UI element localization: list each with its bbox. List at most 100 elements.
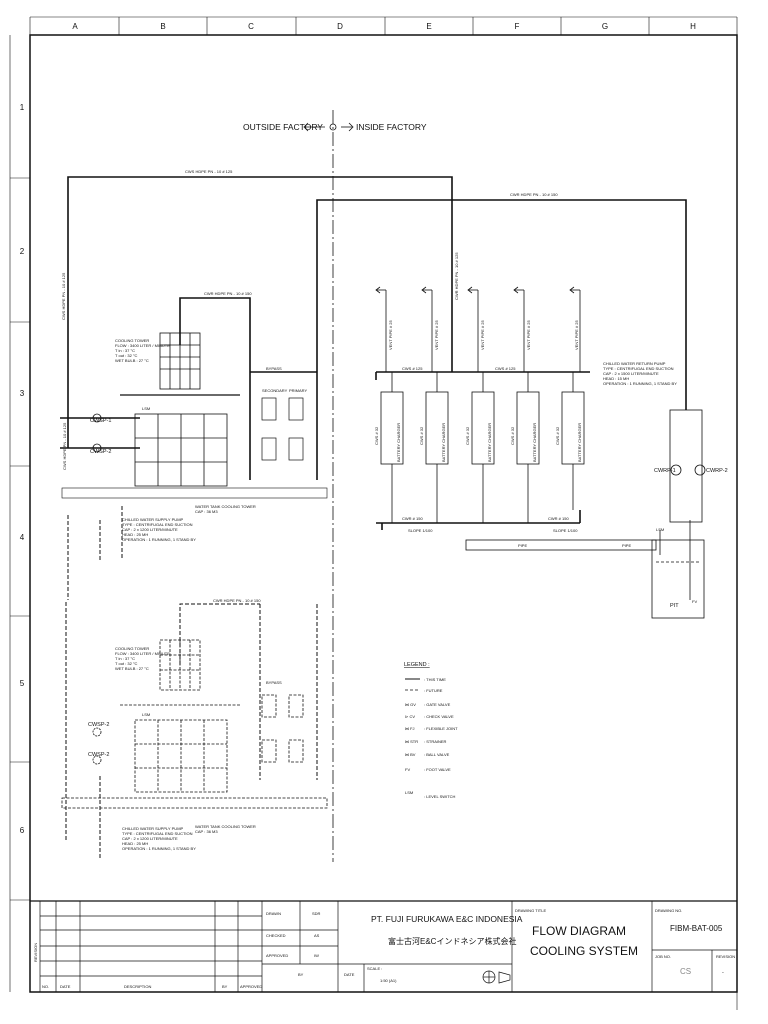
legend-sym-9: LSM — [405, 790, 413, 795]
svg-text:HEAD : 15 MH: HEAD : 15 MH — [603, 376, 629, 381]
scale-label: SCALE : — [367, 966, 382, 971]
rev-header-no: NO. — [42, 984, 49, 989]
tank-note-lower: WATER TANK COOLING TOWER CAP : 36 M3 — [195, 824, 256, 834]
legend-sym-5: ⋈ FJ — [405, 726, 415, 731]
pump-note-lower: CHILLED WATER SUPPLY PUMP TYPE : CENTRIF… — [122, 826, 196, 851]
svg-text:FLOW : 3400 LITER / MINUTE: FLOW : 3400 LITER / MINUTE — [115, 651, 170, 656]
pipe-label-pit-pipe: PIPE — [518, 543, 527, 548]
cws32-label-1: CWS # 32 — [374, 426, 379, 445]
return-pump-note: CHILLED WATER RETURN PUMP TYPE : CENTRIF… — [603, 361, 677, 386]
pump-label-cwsp2-future-a: CWSP-2 — [88, 722, 109, 728]
svg-text:WET BULB : 27 °C: WET BULB : 27 °C — [115, 358, 149, 363]
approved-label: APPROVED — [266, 953, 288, 958]
pipe-label-cwr-150-b: CWR # 150 — [548, 516, 569, 521]
pipe-label-cwr-150-a: CWR # 150 — [402, 516, 423, 521]
legend-item-8: : FOOT VALVE — [424, 767, 451, 772]
legend-item-2: : FUTURE — [424, 688, 443, 693]
pipe-label-cws-125-b: CWS # 125 — [495, 366, 516, 371]
svg-text:CHILLED WATER SUPPLY PUMP: CHILLED WATER SUPPLY PUMP — [122, 517, 184, 522]
legend-item-4: : CHECK VALVE — [424, 714, 454, 719]
column-label-f: F — [515, 22, 520, 31]
vent-label-4: VENT PIPE # 25 — [526, 320, 531, 350]
svg-text:CAP : 36 M3: CAP : 36 M3 — [195, 509, 218, 514]
legend-item-3: : GATE VALVE — [424, 702, 451, 707]
drawing-title-line-2: COOLING SYSTEM — [530, 944, 638, 958]
rev-header-description: DESCRIPTION — [124, 984, 151, 989]
legend-sym-6: ⋈ STR — [405, 739, 418, 744]
projection-symbol-icon — [498, 971, 511, 984]
pipe-label-cwr-tower-upper: CWR HDPE PN - 10 # 150 — [204, 291, 252, 296]
scale-value: 1:50 (A1) — [380, 978, 397, 983]
row-label-2: 2 — [20, 247, 25, 256]
svg-text:HEAD : 25 MH: HEAD : 25 MH — [122, 841, 148, 846]
legend-sym-7: ⋈ BV — [405, 752, 416, 757]
pipe-label-cws-125-a: CWS # 125 — [402, 366, 423, 371]
pump-note-upper: CHILLED WATER SUPPLY PUMP TYPE : CENTRIF… — [122, 517, 196, 542]
pipe-label-bypass: BYPASS — [266, 366, 282, 371]
pit-label: PIT — [670, 603, 679, 609]
svg-text:WET BULB : 27 °C: WET BULB : 27 °C — [115, 666, 149, 671]
company-name: PT. FUJI FURUKAWA E&C INDONESIA — [371, 914, 523, 924]
svg-text:HEAD : 25 MH: HEAD : 25 MH — [122, 532, 148, 537]
svg-text:OPERATION : 1 RUNNING, 1 STAND: OPERATION : 1 RUNNING, 1 STAND BY — [122, 846, 196, 851]
pipe-label-pit-pipe-2: PIPE — [622, 543, 631, 548]
hx-secondary-label: SECONDARY — [262, 388, 288, 393]
inside-factory-label: INSIDE FACTORY — [356, 122, 427, 132]
drawn-by: SDR — [312, 911, 321, 916]
pump-label-cwrp2: CWRP-2 — [706, 468, 728, 474]
vent-label-5: VENT PIPE # 25 — [574, 320, 579, 350]
lsm-pit: LSM — [656, 527, 664, 532]
svg-text:TYPE : CENTRIFUGAL END SUCTION: TYPE : CENTRIFUGAL END SUCTION — [122, 522, 193, 527]
legend-item-1: : THIS TIME — [424, 677, 446, 682]
column-label-b: B — [160, 22, 165, 31]
row-label-4: 4 — [20, 533, 25, 542]
legend: LEGEND : : THIS TIME : FUTURE ⋈ GV : GAT… — [404, 662, 458, 799]
legend-sym-8: FV — [405, 767, 410, 772]
return-pumps — [669, 409, 706, 523]
title-block — [30, 900, 737, 992]
legend-item-5: : FLEXIBLE JOINT — [424, 726, 458, 731]
legend-item-7: : BALL VALVE — [424, 752, 450, 757]
svg-text:CAP : 2 x 1200 LITER/MINUTE: CAP : 2 x 1200 LITER/MINUTE — [122, 527, 178, 532]
outside-factory-label: OUTSIDE FACTORY — [243, 122, 323, 132]
svg-text:TYPE : CENTRIFUGAL END SUCTION: TYPE : CENTRIFUGAL END SUCTION — [122, 831, 193, 836]
svg-text:OPERATION : 1 RUNNING, 1 STAND: OPERATION : 1 RUNNING, 1 STAND BY — [122, 537, 196, 542]
svg-text:CAP : 2 x 1200 LITER/MINUTE: CAP : 2 x 1200 LITER/MINUTE — [122, 836, 178, 841]
heat-exchanger-bank-upper — [261, 397, 304, 461]
tower-note-upper: COOLING TOWER FLOW : 3400 LITER / MINUTE… — [115, 338, 170, 363]
vent-arrows — [375, 286, 580, 294]
drawing-no: FIBM-BAT-005 — [670, 924, 723, 933]
row-label-3: 3 — [20, 389, 25, 398]
date-label: DATE — [344, 972, 355, 977]
charger-label-2: BATTERY CHARGER — [441, 423, 446, 462]
foot-valve-label: FV — [692, 599, 697, 604]
rev-header-approved: APPROVED — [240, 984, 262, 989]
row-label-6: 6 — [20, 826, 25, 835]
cooling-tower-lower — [61, 639, 328, 809]
svg-text:COOLING TOWER: COOLING TOWER — [115, 646, 149, 651]
column-label-g: G — [602, 22, 608, 31]
pipe-label-cws-main: CWS HDPE PN - 10 # 125 — [185, 169, 233, 174]
column-label-c: C — [248, 22, 254, 31]
pump-label-cwsp2: CWSP-2 — [90, 449, 111, 455]
charger-label-3: BATTERY CHARGER — [487, 423, 492, 462]
cooling-tower-upper — [120, 332, 240, 396]
pipe-label-cwr-tower-lower: CWR HDPE PN - 10 # 150 — [213, 598, 261, 603]
future-pipework — [65, 506, 318, 860]
pipe-label-cwr-vertical: CWR HDPE PN - 10 # 125 — [454, 252, 459, 300]
svg-text:CAP : 2 x 1500 LITER/MINUTE: CAP : 2 x 1500 LITER/MINUTE — [603, 371, 659, 376]
pump-label-cwsp1: CWSP-1 — [90, 418, 111, 424]
revision-no: - — [722, 970, 724, 976]
svg-text:WATER TANK COOLING TOWER: WATER TANK COOLING TOWER — [195, 504, 256, 509]
hx-primary-label: PRIMARY — [289, 388, 307, 393]
revision-no-label: REVISION — [716, 954, 735, 959]
vent-label-1: VENT PIPE # 25 — [388, 320, 393, 350]
factory-boundary: OUTSIDE FACTORY INSIDE FACTORY — [243, 110, 427, 862]
approved-by: IW — [314, 953, 319, 958]
tank-note-upper: WATER TANK COOLING TOWER CAP : 36 M3 — [195, 504, 256, 514]
rev-header-by: BY — [222, 984, 228, 989]
cws32-label-4: CWS # 32 — [510, 426, 515, 445]
vent-label-3: VENT PIPE # 25 — [480, 320, 485, 350]
rev-header-date: DATE — [60, 984, 71, 989]
